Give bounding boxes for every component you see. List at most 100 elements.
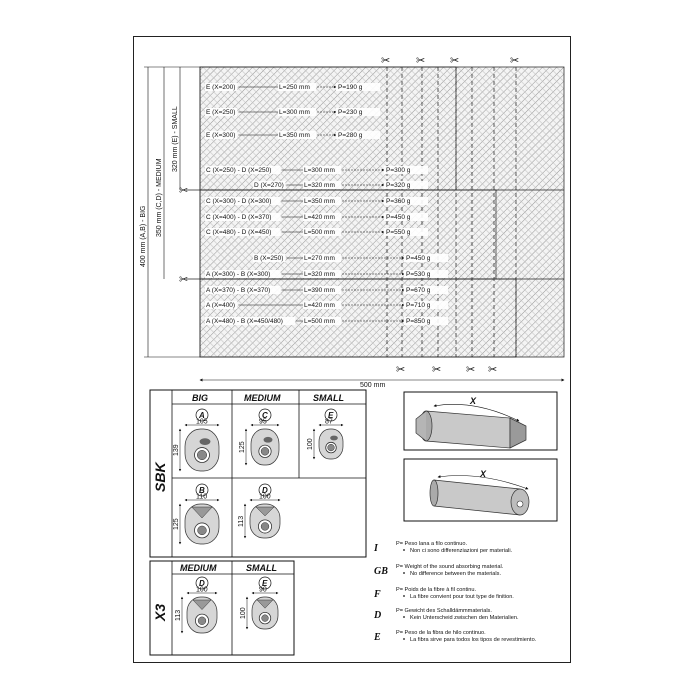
- cut-row: C (X=250) - D (X=250) L=300 mm P=300 g: [205, 166, 428, 174]
- row-weight: P=670 g: [406, 287, 431, 294]
- bullet-icon: [403, 549, 405, 551]
- scissors-icon: ✂: [488, 364, 497, 376]
- legend-line2: La fibra sirve para todos los tipos de r…: [410, 637, 537, 643]
- profile-letter-badge: [258, 408, 272, 422]
- profile-width: 100: [196, 587, 208, 594]
- row-weight: P=230 g: [338, 109, 363, 116]
- row-length: L=300 mm: [304, 167, 335, 174]
- x3-header-small: SMALL: [246, 563, 277, 573]
- row-weight: P=450 g: [386, 214, 411, 221]
- cut-rows: E (X=200) L=250 mm P=190 g E (X=250) L=300 m…: [205, 83, 448, 325]
- profile-width: 105: [196, 419, 208, 426]
- row-length: L=250 mm: [279, 84, 310, 91]
- vertical-dimensions: [144, 66, 200, 358]
- profile-letter: E: [262, 579, 268, 588]
- row-label: C (X=400) - D (X=370): [206, 214, 271, 221]
- row-length: L=320 mm: [304, 271, 335, 278]
- bullet-icon: [403, 638, 405, 640]
- profile-width: 110: [196, 494, 207, 501]
- row-weight: P=320 g: [386, 182, 411, 189]
- x3-header-medium: MEDIUM: [180, 563, 217, 573]
- scissors-icon: ✂: [179, 274, 188, 286]
- profile-letter: C: [262, 411, 268, 420]
- dimension-400-big: 400 mm (A,B) - BIG: [140, 206, 147, 267]
- cut-row: A (X=370) - B (X=370) L=390 mm P=670 g: [205, 286, 448, 294]
- row-label: E (X=200): [206, 84, 235, 91]
- sbk-label: SBK: [152, 462, 168, 492]
- profile-letter-badge: [324, 408, 338, 422]
- row-weight: P=280 g: [338, 132, 363, 139]
- dimension-320-small: 320 mm (E) - SMALL: [172, 106, 179, 172]
- header-big: BIG: [192, 393, 208, 403]
- legend-code: I: [373, 543, 379, 554]
- x3-label: X3: [152, 604, 168, 622]
- row-label: E (X=250): [206, 109, 235, 116]
- scissors-icon: ✂: [381, 55, 390, 67]
- header-small: SMALL: [313, 393, 344, 403]
- row-length: L=390 mm: [304, 287, 335, 294]
- cut-row: E (X=200) L=250 mm P=190 g: [205, 83, 380, 91]
- legend-line2: La fibre convient pour tout type de fini…: [410, 594, 514, 600]
- cut-row: A (X=300) - B (X=300) L=320 mm P=530 g: [205, 270, 448, 278]
- x-dimension-bottom: X: [479, 469, 487, 479]
- legend-line1: P= Weight of the sound absorbing materia…: [396, 564, 504, 570]
- bullet-icon: [403, 595, 405, 597]
- profile-height: 139: [173, 444, 180, 456]
- profile-height: 125: [173, 518, 180, 530]
- legend-entry: GB P= Weight of the sound absorbing mater…: [374, 564, 504, 577]
- silencer-sketch-bottom: X: [429, 469, 530, 516]
- profile-height: 113: [238, 516, 245, 527]
- legend-line2: Kein Unterscheid zwischen den Materialie…: [410, 615, 519, 621]
- row-length: L=270 mm: [304, 255, 335, 262]
- bullet-icon: [403, 572, 405, 574]
- profile-letter-badge: [195, 408, 209, 422]
- cut-boxes: [199, 66, 517, 358]
- legend-code: GB: [374, 566, 388, 577]
- profile-width: 87: [325, 419, 333, 426]
- scissors-icons-top: ✂ ✂ ✂ ✂: [381, 55, 519, 67]
- dimension-350-medium: 350 mm (C,D) - MEDIUM: [156, 158, 163, 237]
- profile-c: C95 125: [239, 408, 280, 466]
- row-weight: P=190 g: [338, 84, 363, 91]
- wool-sheet: [199, 66, 565, 358]
- row-weight: P=300 g: [386, 167, 411, 174]
- row-weight: P=530 g: [406, 271, 431, 278]
- scissors-icon: ✂: [396, 364, 405, 376]
- bullet-icon: [403, 616, 405, 618]
- row-weight: P=550 g: [386, 229, 411, 236]
- x-dimension-top: X: [469, 396, 477, 406]
- row-label: C (X=250) - D (X=250): [206, 167, 271, 174]
- silencer-sketches: X X: [403, 391, 558, 522]
- profile-letter: D: [262, 486, 268, 495]
- row-label: C (X=480) - D (X=450): [206, 229, 271, 236]
- row-label: A (X=370) - B (X=370): [206, 287, 270, 294]
- profile-height: 125: [239, 441, 246, 453]
- row-label: A (X=300) - B (X=300): [206, 271, 270, 278]
- profile-width: 95: [259, 419, 267, 426]
- header-medium: MEDIUM: [244, 393, 281, 403]
- legend-code: F: [373, 589, 381, 600]
- technical-drawing: ✂ ✂ ✂ ✂ ✂ ✂ ✂ ✂ ✂ ✂ 400 mm (A,B) - BIG 3…: [140, 55, 565, 656]
- scissors-icon: ✂: [450, 55, 459, 67]
- legend-code: D: [373, 610, 381, 621]
- row-weight: P=850 g: [406, 318, 431, 325]
- row-label: E (X=300): [206, 132, 235, 139]
- row-length: L=500 mm: [304, 318, 335, 325]
- drawing-sheet: ✂ ✂ ✂ ✂ ✂ ✂ ✂ ✂ ✂ ✂ 400 mm (A,B) - BIG 3…: [133, 36, 571, 663]
- profile-height: 100: [240, 607, 247, 619]
- width-dimension-label: 500 mm: [360, 382, 385, 389]
- silencer-sketch-top: X: [415, 396, 527, 449]
- profile-letter-badge: [258, 576, 272, 590]
- profile-letter-badge: [258, 483, 272, 497]
